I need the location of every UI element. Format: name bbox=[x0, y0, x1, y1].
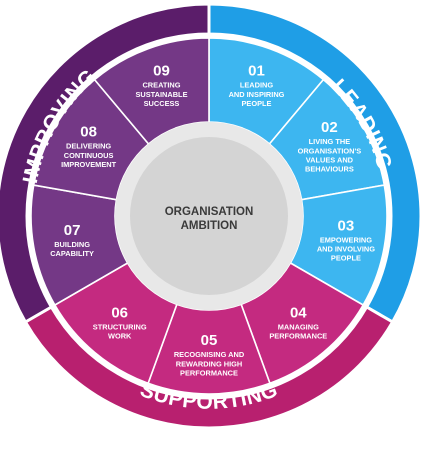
segment-number: 02 bbox=[321, 119, 338, 136]
segment-label-line: BEHAVIOURS bbox=[305, 165, 354, 174]
segment-label-line: DELIVERING bbox=[66, 142, 111, 151]
outer-group-ring bbox=[0, 2, 423, 430]
center-title-line1: ORGANISATION bbox=[165, 206, 254, 218]
segment-label-line: AND INSPIRING bbox=[229, 90, 285, 99]
segment-number: 09 bbox=[153, 63, 170, 80]
segment-label-line: SUCCESS bbox=[144, 99, 180, 108]
segment-number: 04 bbox=[290, 304, 307, 321]
segment-number: 01 bbox=[248, 63, 265, 80]
segment-number: 07 bbox=[64, 222, 81, 239]
segment-number: 05 bbox=[201, 332, 218, 349]
segment-label-line: ORGANISATION'S bbox=[298, 146, 362, 155]
segment-number: 03 bbox=[338, 217, 355, 234]
segment-label-line: PEOPLE bbox=[242, 99, 272, 108]
center-circle bbox=[130, 137, 288, 295]
segment-label-line: WORK bbox=[108, 332, 132, 341]
segment-label-line: REWARDING HIGH bbox=[176, 359, 243, 368]
segment-label-line: CREATING bbox=[142, 81, 180, 90]
segment-label-line: CAPABILITY bbox=[50, 249, 94, 258]
segment-label-line: SUSTAINABLE bbox=[135, 90, 187, 99]
segment-label-line: PEOPLE bbox=[331, 254, 361, 263]
segment-label-line: CONTINUOUS bbox=[64, 151, 114, 160]
segment-label-line: EMPOWERING bbox=[320, 235, 372, 244]
center-title-line2: AMBITION bbox=[181, 220, 238, 232]
segment-label-line: PERFORMANCE bbox=[180, 369, 238, 378]
segment-label-line: LEADING bbox=[240, 81, 274, 90]
group-band-improving bbox=[0, 2, 211, 325]
segment-label-line: RECOGNISING AND bbox=[174, 350, 245, 359]
segment-label-line: PERFORMANCE bbox=[269, 332, 327, 341]
segment-label-line: AND INVOLVING bbox=[317, 245, 375, 254]
segment-number: 06 bbox=[111, 304, 128, 321]
segment-label-line: LIVING THE bbox=[309, 137, 351, 146]
segment-number: 08 bbox=[80, 124, 97, 141]
segment-label-line: IMPROVEMENT bbox=[61, 160, 117, 169]
segment-label-line: BUILDING bbox=[54, 240, 90, 249]
segment-label-line: MANAGING bbox=[278, 322, 319, 331]
segment-label-line: VALUES AND bbox=[306, 156, 354, 165]
segment-label-line: STRUCTURING bbox=[93, 322, 147, 331]
